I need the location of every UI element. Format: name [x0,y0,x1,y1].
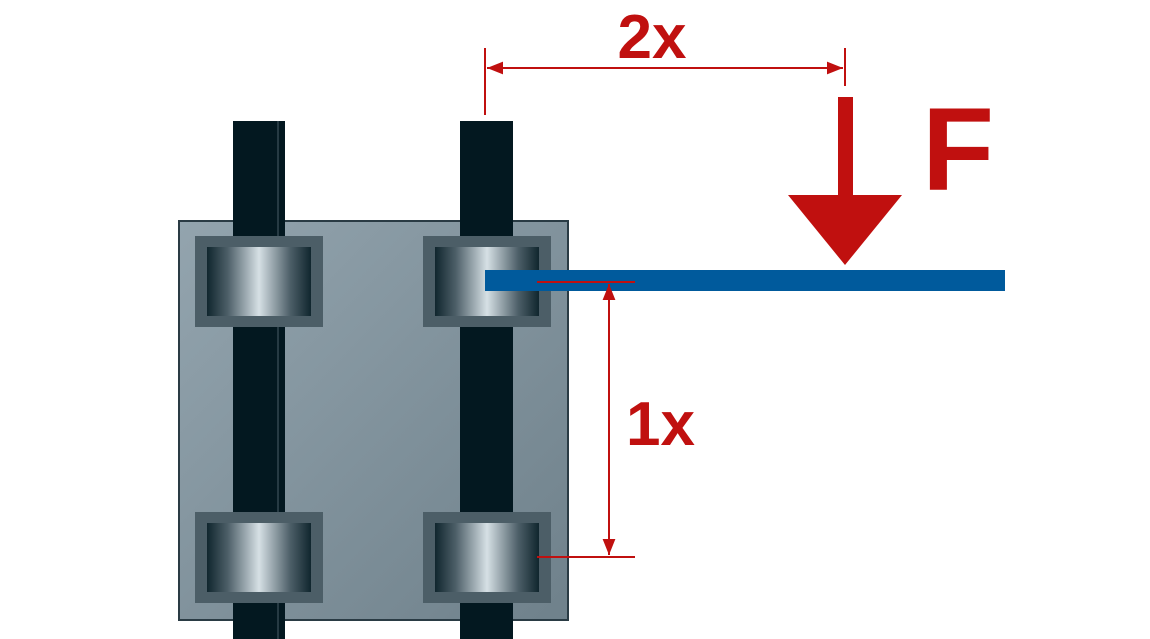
label-1x: 1x [626,390,695,459]
bearing-bottom-left [195,512,323,603]
dimension-2x [484,48,846,115]
dimension-1x [537,281,635,558]
bearing-bottom-right [423,512,551,603]
cantilever-beam [485,270,1005,291]
label-2x: 2x [618,3,687,72]
force-arrow [788,97,902,265]
label-force: F [922,84,994,216]
bearing-top-left [195,236,323,327]
